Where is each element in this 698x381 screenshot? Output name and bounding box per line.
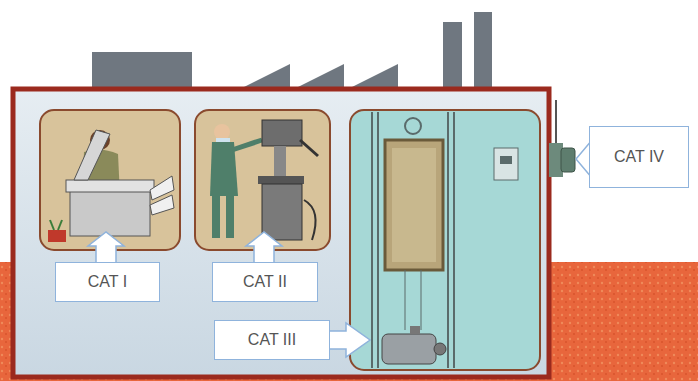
callout-box: CAT IV	[589, 126, 689, 188]
copier-worker	[48, 130, 174, 242]
category-label: CAT II	[243, 273, 287, 291]
category-label: CAT IV	[614, 148, 664, 166]
category-label: CAT III	[248, 331, 296, 349]
category-label: CAT I	[88, 273, 127, 291]
scene-panel	[350, 110, 540, 370]
building	[13, 89, 549, 377]
chimney	[474, 12, 492, 90]
callout-box: CAT II	[212, 262, 318, 302]
roof-unit	[92, 52, 192, 90]
callout-box: CAT III	[214, 320, 330, 360]
scene-panel	[195, 110, 330, 250]
drill-press-worker	[210, 120, 318, 240]
chimney	[443, 22, 462, 90]
sawtooth-roof	[238, 64, 398, 90]
callout-arrow	[88, 140, 592, 357]
service-meter	[561, 148, 575, 172]
callout-box: CAT I	[55, 262, 160, 302]
elevator-motor	[372, 112, 518, 368]
scene-panel	[40, 110, 180, 250]
